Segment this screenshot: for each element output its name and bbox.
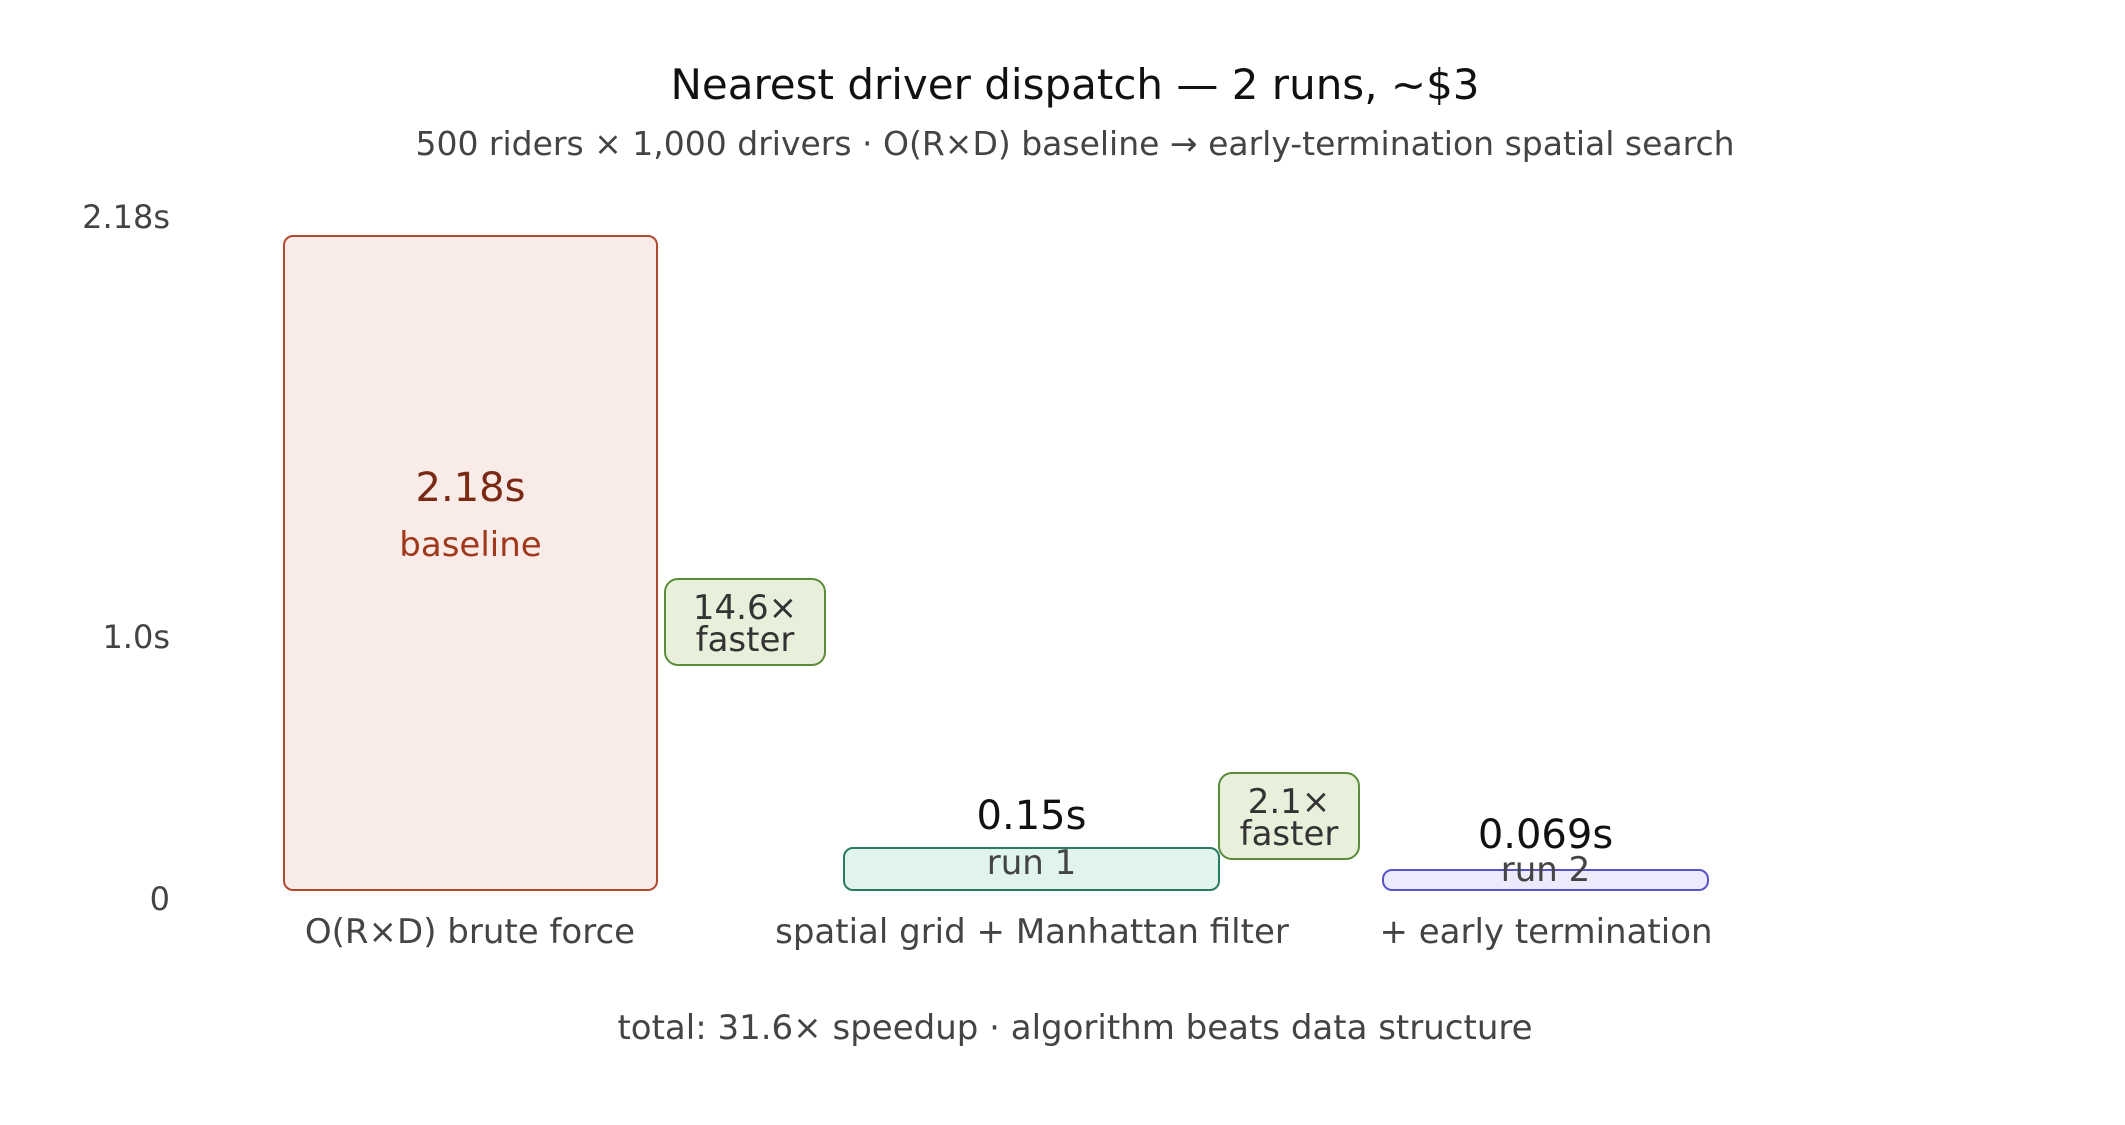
chart-footer-note: total: 31.6× speedup · algorithm beats d…	[617, 1008, 1533, 1048]
chart-title: Nearest driver dispatch — 2 runs, ~$3	[670, 60, 1480, 109]
x-label-early-termination: + early termination	[1379, 912, 1713, 952]
speedup-badge-2-text: faster	[1239, 814, 1339, 854]
x-label-spatial-grid: spatial grid + Manhattan filter	[775, 912, 1289, 952]
speedup-badge-1-value: 14.6×	[692, 588, 798, 628]
chart-subtitle: 500 riders × 1,000 drivers · O(R×D) base…	[415, 124, 1735, 163]
y-tick-zero: 0	[149, 880, 170, 918]
speedup-badge-2: 2.1× faster	[1218, 772, 1360, 860]
speedup-badge-1: 14.6× faster	[664, 578, 826, 666]
bar-run-1	[843, 847, 1220, 891]
bar-baseline-sublabel: baseline	[399, 525, 542, 565]
bar-run-2-sublabel: run 2	[1500, 850, 1591, 890]
x-label-brute-force: O(R×D) brute force	[304, 912, 636, 952]
bar-run-2	[1382, 869, 1709, 891]
y-tick-max: 2.18s	[82, 198, 170, 236]
bar-run-2-value: 0.069s	[1477, 812, 1614, 858]
bar-run-1-sublabel: run 1	[986, 843, 1077, 883]
bar-run-1-value: 0.15s	[976, 793, 1087, 839]
speedup-badge-1-text: faster	[695, 620, 795, 660]
speedup-badge-2-value: 2.1×	[1247, 782, 1331, 822]
bar-baseline-value: 2.18s	[415, 465, 526, 511]
y-tick-mid: 1.0s	[102, 618, 170, 656]
bar-baseline	[283, 235, 658, 891]
